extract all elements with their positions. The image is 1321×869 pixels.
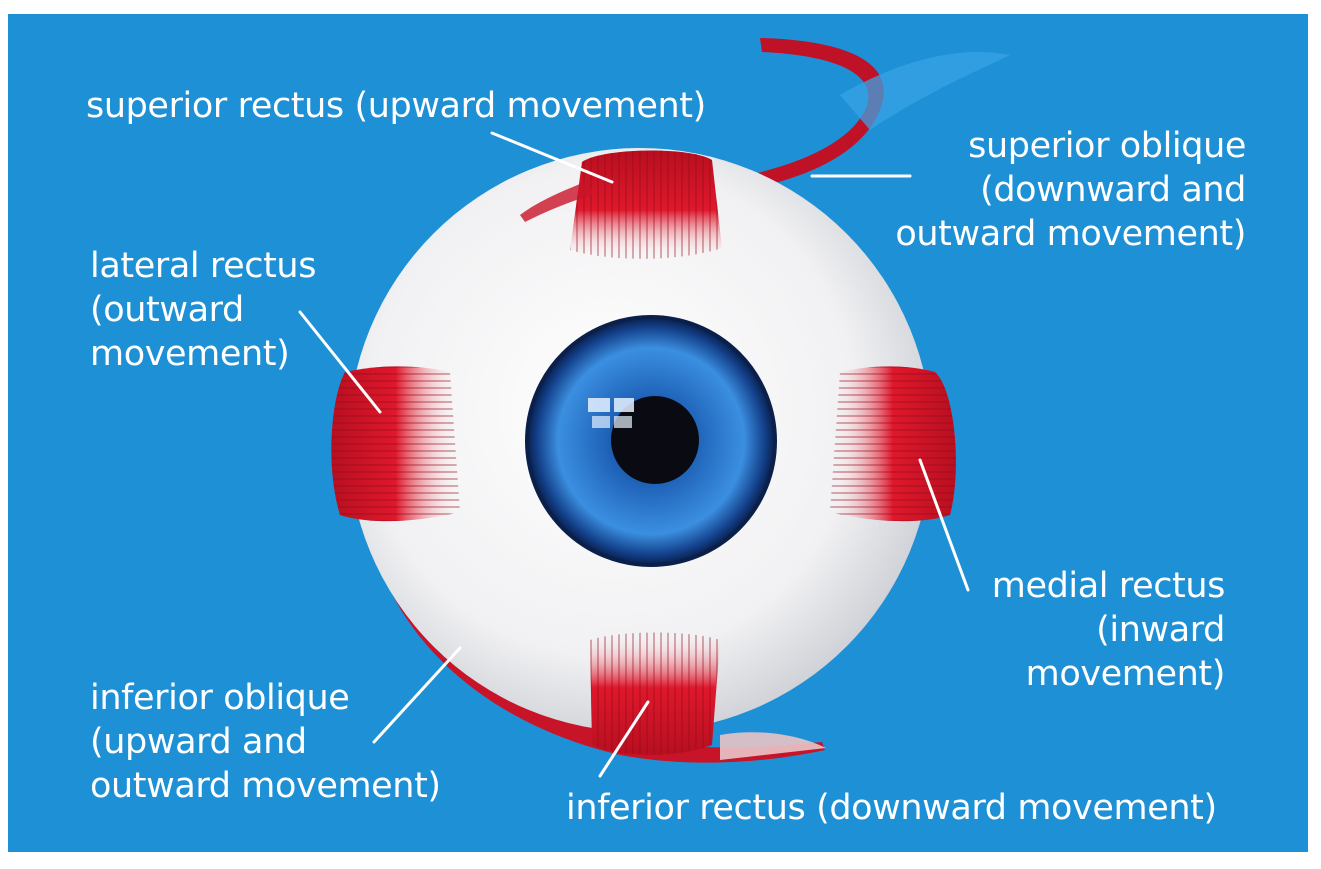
iris-highlight [588, 398, 610, 412]
iris-highlight [614, 416, 632, 428]
label-line: outward movement) [90, 764, 441, 808]
label-line: movement) [992, 652, 1225, 696]
lateral-rectus-muscle [331, 366, 460, 521]
label-medial-rectus: medial rectus (inward movement) [992, 564, 1225, 696]
label-line: outward movement) [895, 212, 1246, 256]
label-line: (upward and [90, 720, 441, 764]
label-line: (outward [90, 288, 316, 332]
label-line: superior oblique [895, 124, 1246, 168]
label-line: inferior oblique [90, 676, 441, 720]
label-inferior-oblique: inferior oblique (upward and outward mov… [90, 676, 441, 808]
label-line: (inward [992, 608, 1225, 652]
label-lateral-rectus: lateral rectus (outward movement) [90, 244, 316, 376]
medial-rectus-muscle [830, 366, 956, 521]
label-line: lateral rectus [90, 244, 316, 288]
label-superior-rectus: superior rectus (upward movement) [86, 84, 706, 128]
iris-highlight [614, 398, 634, 412]
inferior-rectus-muscle [590, 633, 720, 755]
label-line: (downward and [895, 168, 1246, 212]
label-line: inferior rectus (downward movement) [566, 786, 1217, 830]
label-line: movement) [90, 332, 316, 376]
label-superior-oblique: superior oblique (downward and outward m… [895, 124, 1246, 256]
label-inferior-rectus: inferior rectus (downward movement) [566, 786, 1217, 830]
label-line: superior rectus (upward movement) [86, 84, 706, 128]
iris-highlight [592, 416, 610, 428]
label-line: medial rectus [992, 564, 1225, 608]
